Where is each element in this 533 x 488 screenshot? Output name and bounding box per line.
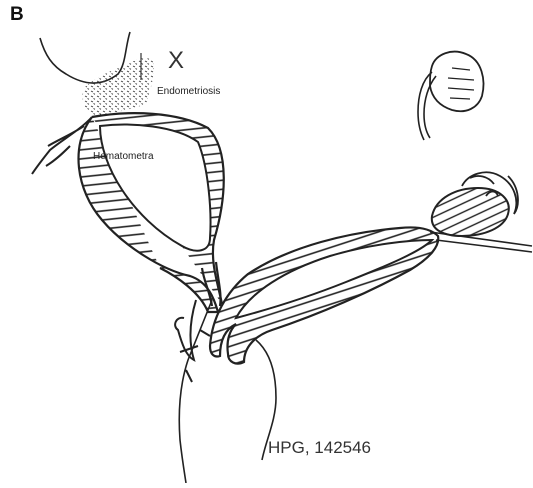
detached-ovary	[430, 52, 483, 112]
cervix-scribble	[175, 300, 210, 382]
mark-x-label: X	[168, 47, 184, 75]
specimen-id-label: HPG, 142546	[268, 438, 371, 458]
endometriosis-region	[82, 58, 154, 116]
endometriosis-label: Endometriosis	[157, 86, 220, 97]
hematometra-label: Hematometra	[93, 151, 154, 162]
panel-letter: B	[10, 4, 24, 26]
fallopian-tube	[430, 232, 532, 252]
